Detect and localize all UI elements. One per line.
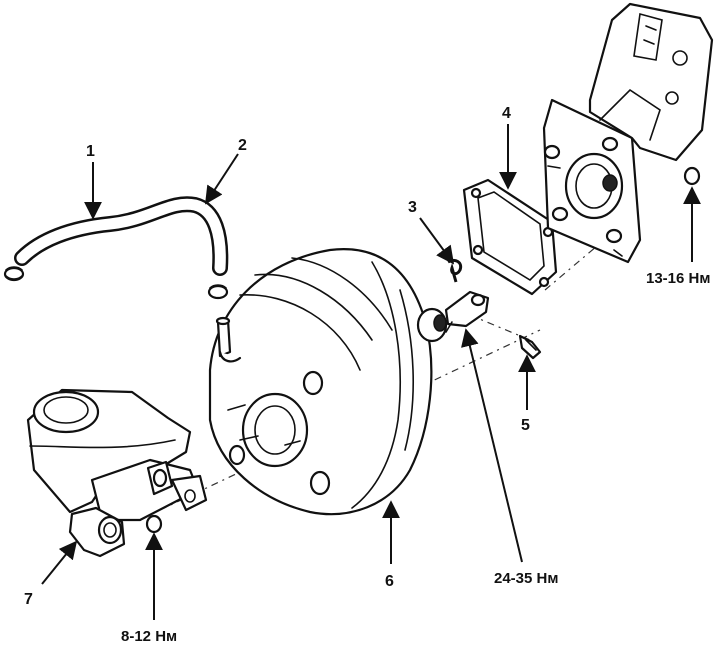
leader-2 — [205, 153, 239, 205]
callout-1: 1 — [86, 143, 95, 160]
brake-master-cylinder — [26, 388, 208, 558]
callout-3: 3 — [408, 199, 417, 216]
callout-6: 6 — [385, 573, 394, 590]
booster-gasket — [462, 178, 558, 296]
callout-5: 5 — [521, 417, 530, 434]
hose-clamp-right — [207, 284, 229, 300]
vacuum-hose — [3, 196, 229, 300]
leader-torque-24-35 — [461, 328, 523, 563]
clevis-pin-clip — [447, 258, 463, 283]
leader-7 — [41, 540, 78, 585]
callout-7: 7 — [24, 591, 33, 608]
torque-label-bracket-nut: 13-16 Нм — [646, 270, 710, 287]
torque-label-clevis: 24-35 Нм — [494, 570, 558, 587]
leader-3 — [419, 217, 455, 265]
torque-label-master-cylinder: 8-12 Нм — [121, 628, 177, 645]
hose-clamp-left — [3, 266, 25, 282]
bracket-nut — [683, 166, 701, 186]
callout-4: 4 — [502, 105, 511, 122]
axis-line-bolt — [469, 314, 531, 341]
callout-2: 2 — [238, 137, 247, 154]
booster-mounting-bracket — [542, 2, 714, 264]
mounting-bolt — [518, 334, 542, 360]
brake-booster — [208, 248, 448, 516]
master-cylinder-nut — [145, 514, 163, 534]
clevis-yoke — [444, 290, 490, 333]
